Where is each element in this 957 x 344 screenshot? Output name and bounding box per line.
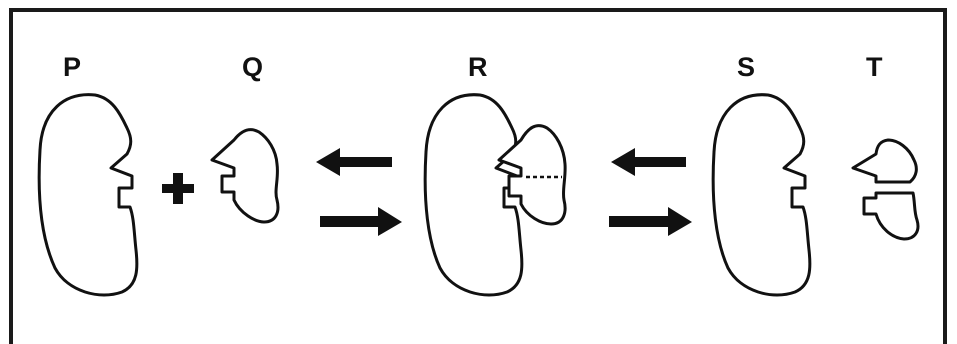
enzyme-r-shape	[423, 93, 524, 297]
label-r: R	[468, 52, 488, 82]
reverse-arrow-2	[611, 148, 686, 176]
diagram-frame	[9, 8, 947, 344]
forward-arrow-1	[320, 207, 402, 236]
label-p: P	[63, 52, 82, 82]
equilibrium-arrows-1	[316, 148, 402, 236]
plus-icon	[162, 173, 194, 204]
bound-substrate-r-shape	[497, 124, 567, 226]
equilibrium-arrows-2	[609, 148, 692, 236]
product-t-lower-shape	[862, 191, 920, 241]
reverse-arrow-1	[316, 148, 392, 176]
substrate-q-shape	[210, 128, 280, 224]
product-t-upper-shape	[851, 138, 918, 184]
enzyme-s-shape	[711, 93, 812, 297]
label-t: T	[866, 52, 883, 82]
label-s: S	[737, 52, 756, 82]
enzyme-p-shape	[37, 93, 139, 297]
forward-arrow-2	[609, 207, 692, 236]
label-q: Q	[242, 52, 264, 82]
